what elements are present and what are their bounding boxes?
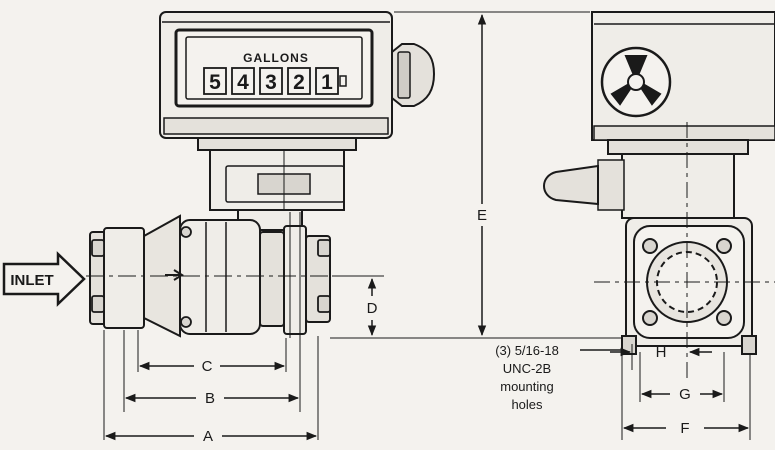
side-neck: [543, 139, 749, 219]
counter-digit: 2: [293, 71, 305, 94]
dim-b-label: B: [205, 390, 215, 407]
counter-title: GALLONS: [243, 51, 309, 65]
mounting-note: (3) 5/16-18 UNC-2B mounting holes: [495, 343, 559, 412]
dim-f-label: F: [680, 420, 689, 437]
handwheel: [600, 46, 672, 118]
inlet-arrow: [2, 251, 86, 307]
neck-assembly: [197, 137, 357, 231]
dim-h-label: H: [656, 344, 667, 361]
note-line-4: holes: [511, 397, 543, 412]
note-line-2: UNC-2B: [503, 361, 551, 376]
counter-digit-box: [315, 67, 339, 95]
counter-digit: 1: [321, 71, 333, 94]
side-flange: [621, 217, 757, 355]
side-view: [543, 11, 775, 440]
dimension-labels: A B C D E F G H: [202, 207, 691, 445]
counter-digit-box: [259, 67, 283, 95]
dim-e-label: E: [477, 207, 487, 224]
note-line-1: (3) 5/16-18: [495, 343, 559, 358]
extension-lines: [103, 11, 626, 440]
inlet-label: INLET: [10, 272, 53, 289]
note-line-3: mounting: [500, 379, 553, 394]
counter-digit: 3: [265, 71, 277, 94]
counter-digit: 5: [209, 71, 221, 94]
counter-digit-box: [231, 67, 255, 95]
counter-digit-box: [203, 67, 227, 95]
reset-knob: [391, 43, 436, 107]
dim-a-label: A: [203, 428, 213, 445]
dimension-lines: [104, 13, 487, 441]
dim-c-label: C: [202, 358, 213, 375]
side-extension-lines: [621, 344, 751, 440]
counter-digit: 4: [237, 71, 249, 94]
side-centerlines: [594, 122, 775, 380]
counter-tab: [339, 75, 347, 87]
dim-d-label: D: [367, 300, 378, 317]
flange-bolts: [91, 226, 331, 328]
meter-body: [89, 212, 331, 338]
counter-digit-box: [287, 67, 311, 95]
side-dimension-lines: [580, 347, 750, 433]
dim-g-label: G: [679, 386, 691, 403]
